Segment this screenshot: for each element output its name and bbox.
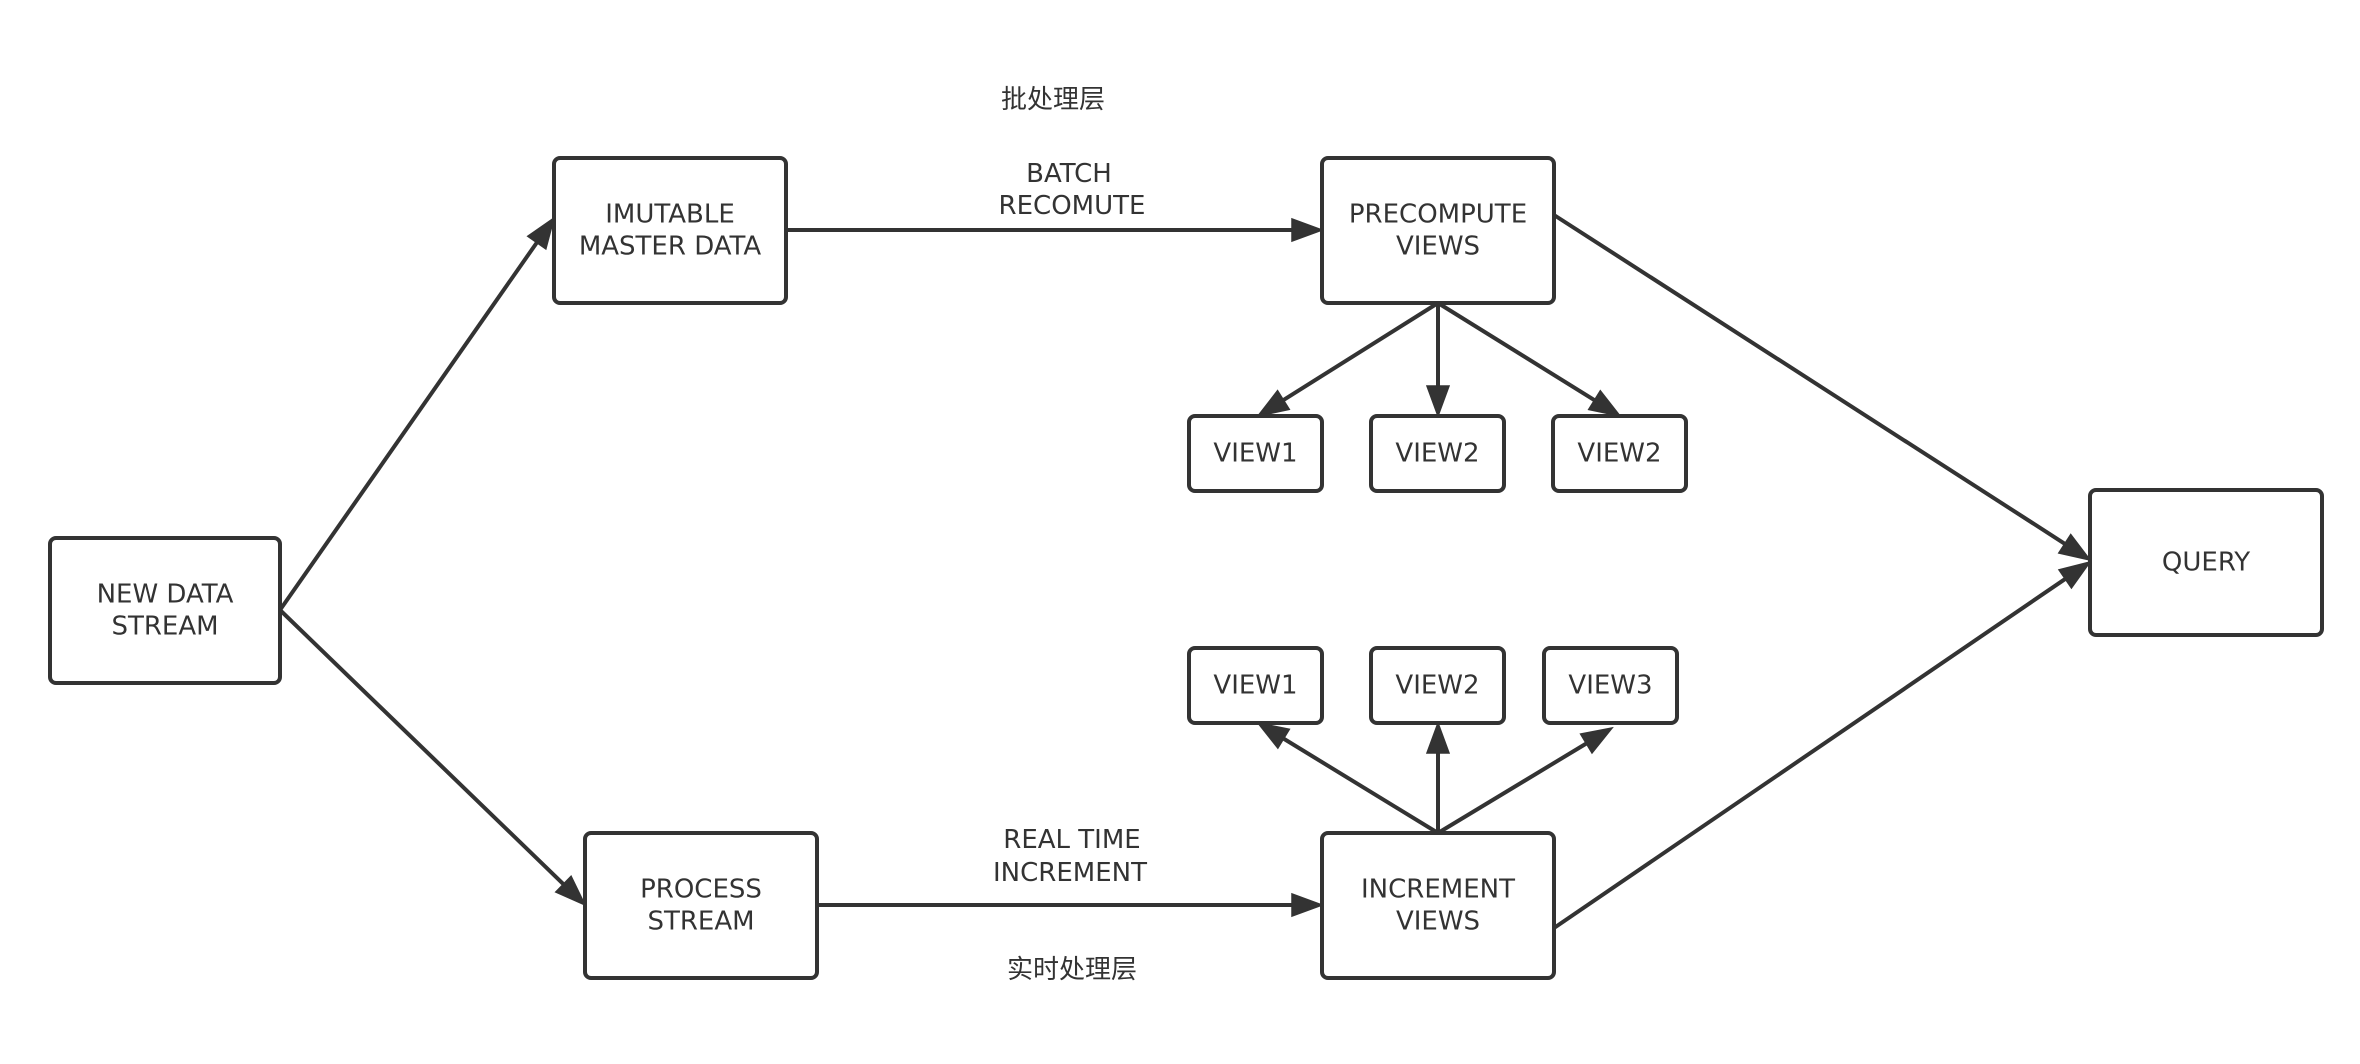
node-label-line: VIEW2 — [1395, 671, 1479, 701]
node-label-line: NEW DATA — [97, 580, 234, 610]
realtime-increment-label-line-2: INCREMENT — [993, 858, 1147, 888]
edge-increment-views-to-rt-view1 — [1256, 721, 1440, 835]
node-box — [583, 831, 819, 980]
node-batch-view1: VIEW1 — [1187, 414, 1324, 493]
node-rt-view2: VIEW2 — [1369, 646, 1506, 725]
edge-precompute-views-to-batch-view1 — [1256, 301, 1440, 418]
arrow-head-icon — [1587, 389, 1622, 418]
node-box — [1369, 414, 1506, 493]
edges-layer — [278, 213, 2092, 930]
node-rt-view3: VIEW3 — [1542, 646, 1679, 725]
arrow-head-icon — [1291, 217, 1325, 243]
node-label-line: QUERY — [2162, 548, 2250, 578]
batch-recompute-label-line-2: RECOMUTE — [999, 191, 1146, 221]
node-label-line: VIEW1 — [1213, 671, 1297, 701]
node-label-line: PRECOMPUTE — [1349, 200, 1527, 230]
arrow-head-icon — [526, 216, 556, 251]
node-label-line: MASTER DATA — [579, 232, 762, 262]
edge-line — [1282, 736, 1440, 835]
arrow-head-icon — [1256, 721, 1291, 750]
arrow-head-icon — [1579, 726, 1614, 755]
node-box — [1187, 646, 1324, 725]
realtime-increment-label-line-1: REAL TIME — [1003, 825, 1140, 855]
arrow-head-icon — [1256, 389, 1291, 418]
node-label-line: VIEW3 — [1568, 671, 1652, 701]
node-box — [1551, 414, 1688, 493]
node-batch-view2: VIEW2 — [1369, 414, 1506, 493]
edge-line — [1552, 577, 2067, 930]
edge-new-data-stream-to-process-stream — [278, 608, 587, 907]
edge-line — [1282, 301, 1440, 402]
edge-precompute-views-to-batch-view3 — [1436, 301, 1622, 418]
edge-increment-views-to-rt-view2 — [1425, 720, 1451, 833]
arrow-head-icon — [2057, 560, 2092, 590]
node-box — [1320, 156, 1556, 305]
node-box — [2088, 488, 2324, 637]
batch-layer-label: 批处理层 — [1001, 85, 1105, 115]
node-label-line: STREAM — [111, 612, 218, 642]
arrow-head-icon — [1291, 892, 1325, 918]
node-rt-view1: VIEW1 — [1187, 646, 1324, 725]
edge-process-stream-to-increment-views — [817, 892, 1325, 918]
arrow-head-icon — [1425, 385, 1451, 419]
node-label-line: VIEW2 — [1395, 439, 1479, 469]
node-label-line: VIEWS — [1396, 907, 1480, 937]
edge-increment-views-to-query — [1552, 560, 2092, 930]
node-box — [1320, 831, 1556, 980]
node-box — [1369, 646, 1506, 725]
arrow-head-icon — [1425, 720, 1451, 754]
edge-line — [1552, 213, 2066, 546]
edge-imutable-master-to-precompute-views — [786, 217, 1325, 243]
edge-line — [278, 241, 539, 612]
node-label-line: VIEWS — [1396, 232, 1480, 262]
node-box — [1542, 646, 1679, 725]
edge-line — [1436, 741, 1588, 835]
node-label-line: INCREMENT — [1361, 875, 1515, 905]
node-label-line: VIEW1 — [1213, 439, 1297, 469]
node-box — [552, 156, 788, 305]
edge-increment-views-to-rt-view3 — [1436, 726, 1614, 835]
edge-new-data-stream-to-imutable-master — [278, 216, 556, 612]
node-label-line: IMUTABLE — [605, 200, 735, 230]
arrow-head-icon — [554, 874, 587, 907]
node-label-line: PROCESS — [640, 875, 762, 905]
node-box — [48, 536, 282, 685]
realtime-layer-label: 实时处理层 — [1007, 955, 1137, 985]
labels-layer: 批处理层 BATCH RECOMUTE REAL TIME INCREMENT … — [993, 85, 1147, 985]
node-label-line: STREAM — [647, 907, 754, 937]
arrow-head-icon — [2057, 533, 2092, 562]
node-batch-view3: VIEW2 — [1551, 414, 1688, 493]
node-box — [1187, 414, 1324, 493]
edge-precompute-views-to-query — [1552, 213, 2092, 562]
node-label-line: VIEW2 — [1577, 439, 1661, 469]
node-query: QUERY — [2088, 488, 2324, 637]
edge-line — [278, 608, 565, 886]
edge-line — [1436, 301, 1596, 402]
edge-precompute-views-to-batch-view2 — [1425, 303, 1451, 419]
batch-recompute-label-line-1: BATCH — [1026, 159, 1112, 189]
